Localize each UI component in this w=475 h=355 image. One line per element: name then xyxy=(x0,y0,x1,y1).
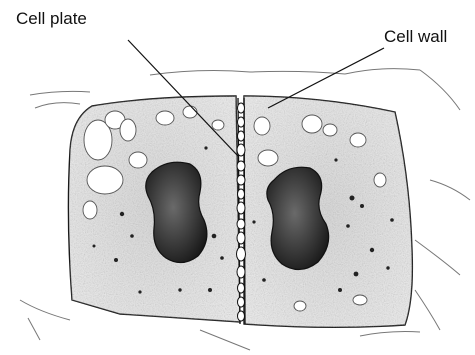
cell-wall-leader-line xyxy=(268,48,384,108)
cell-plate-label: Cell plate xyxy=(16,9,87,28)
left-daughter-cell xyxy=(68,96,240,322)
cell-plate xyxy=(237,98,246,324)
right-daughter-cell xyxy=(244,96,414,328)
cell-wall-label: Cell wall xyxy=(384,27,447,46)
right-nucleus xyxy=(267,167,329,269)
